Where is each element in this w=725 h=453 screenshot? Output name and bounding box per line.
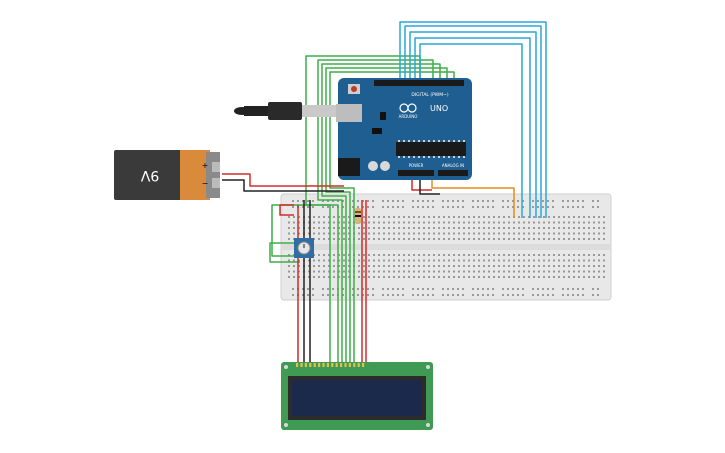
- arduino-model: UNO: [430, 104, 448, 113]
- wire-blue: [399, 21, 547, 218]
- analog-header-label: ANALOG IN: [442, 163, 464, 168]
- usb-port: [336, 104, 362, 122]
- arduino-brand: ARDUINO: [399, 114, 418, 119]
- lcd-16x2[interactable]: [281, 362, 433, 430]
- battery-plus: +: [202, 161, 209, 170]
- microcontroller-chip: [396, 142, 466, 156]
- lcd-screen: [292, 380, 422, 416]
- lcd-pin-header[interactable]: [296, 363, 365, 367]
- arduino-uno[interactable]: DIGITAL (PWM~) ARDUINO UNO POWER ANALOG …: [336, 78, 472, 180]
- wire-blue: [419, 43, 523, 218]
- digital-header-label: DIGITAL (PWM~): [411, 92, 449, 98]
- analog-header-pins[interactable]: [438, 170, 468, 176]
- breadboard-holes: [288, 200, 605, 296]
- wire-green: [269, 242, 300, 263]
- battery-9v[interactable]: 9V + −: [114, 150, 220, 200]
- battery-label: 9V: [140, 167, 159, 183]
- potentiometer[interactable]: [294, 238, 314, 258]
- wire-blue: [414, 37, 531, 218]
- power-header-pins[interactable]: [398, 170, 434, 176]
- arduino-logo: ARDUINO UNO: [399, 103, 448, 119]
- wire-orange: [431, 178, 515, 218]
- wire-black: [419, 178, 440, 195]
- wires: [222, 21, 547, 362]
- wire-green: [329, 71, 455, 362]
- wire-green: [325, 67, 448, 362]
- wire-blue: [409, 31, 537, 218]
- usb-cable[interactable]: [234, 102, 338, 120]
- wire-green: [321, 63, 441, 362]
- breadboard[interactable]: [280, 193, 612, 301]
- reset-button[interactable]: [351, 86, 357, 92]
- wire-green: [271, 204, 331, 362]
- power-header-label: POWER: [409, 163, 424, 168]
- wire-red: [222, 173, 344, 187]
- digital-header-pins[interactable]: [374, 80, 464, 86]
- power-jack: [338, 158, 360, 176]
- wire-red: [279, 204, 294, 216]
- wire-black: [222, 179, 344, 192]
- wire-blue: [404, 25, 542, 218]
- wire-red: [411, 178, 432, 191]
- resistor[interactable]: [355, 208, 361, 224]
- battery-minus: −: [202, 179, 209, 188]
